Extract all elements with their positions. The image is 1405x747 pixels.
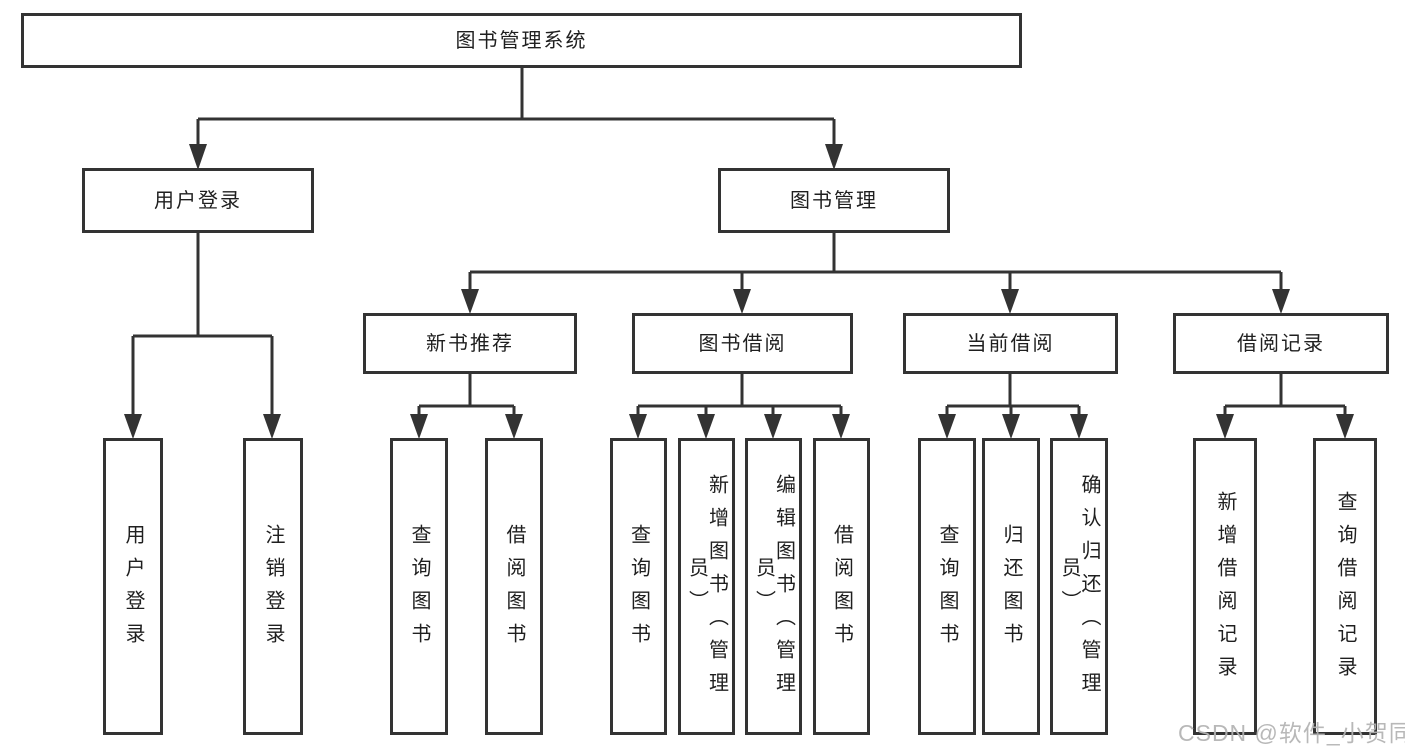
leaf-records-query-record: 查询借阅记录 bbox=[1313, 438, 1377, 735]
leaf-current-query-books: 查询图书 bbox=[918, 438, 976, 735]
leaf-newrec-borrow-books: 借阅图书 bbox=[485, 438, 543, 735]
node-current-borrowing: 当前借阅 bbox=[903, 313, 1118, 374]
leaf-current-confirm-return-admin: 确认归还（管理员） bbox=[1050, 438, 1108, 735]
csdn-watermark: CSDN @软件_小贺同学 bbox=[1178, 720, 1405, 746]
leaf-newrec-query-books: 查询图书 bbox=[390, 438, 448, 735]
leaf-logout-login: 注销登录 bbox=[243, 438, 303, 735]
node-new-book-recommend: 新书推荐 bbox=[363, 313, 577, 374]
leaf-user-login: 用户登录 bbox=[103, 438, 163, 735]
node-root-system: 图书管理系统 bbox=[21, 13, 1022, 68]
node-borrowing-records: 借阅记录 bbox=[1173, 313, 1389, 374]
leaf-borrow-edit-books-admin: 编辑图书（管理员） bbox=[745, 438, 802, 735]
node-book-borrowing: 图书借阅 bbox=[632, 313, 853, 374]
leaf-records-add-record: 新增借阅记录 bbox=[1193, 438, 1257, 735]
node-user-login: 用户登录 bbox=[82, 168, 314, 233]
leaf-borrow-add-books-admin: 新增图书（管理员） bbox=[678, 438, 735, 735]
leaf-current-return-books: 归还图书 bbox=[982, 438, 1040, 735]
node-book-management: 图书管理 bbox=[718, 168, 950, 233]
leaf-borrow-query-books: 查询图书 bbox=[610, 438, 667, 735]
leaf-borrow-borrow-books: 借阅图书 bbox=[813, 438, 870, 735]
